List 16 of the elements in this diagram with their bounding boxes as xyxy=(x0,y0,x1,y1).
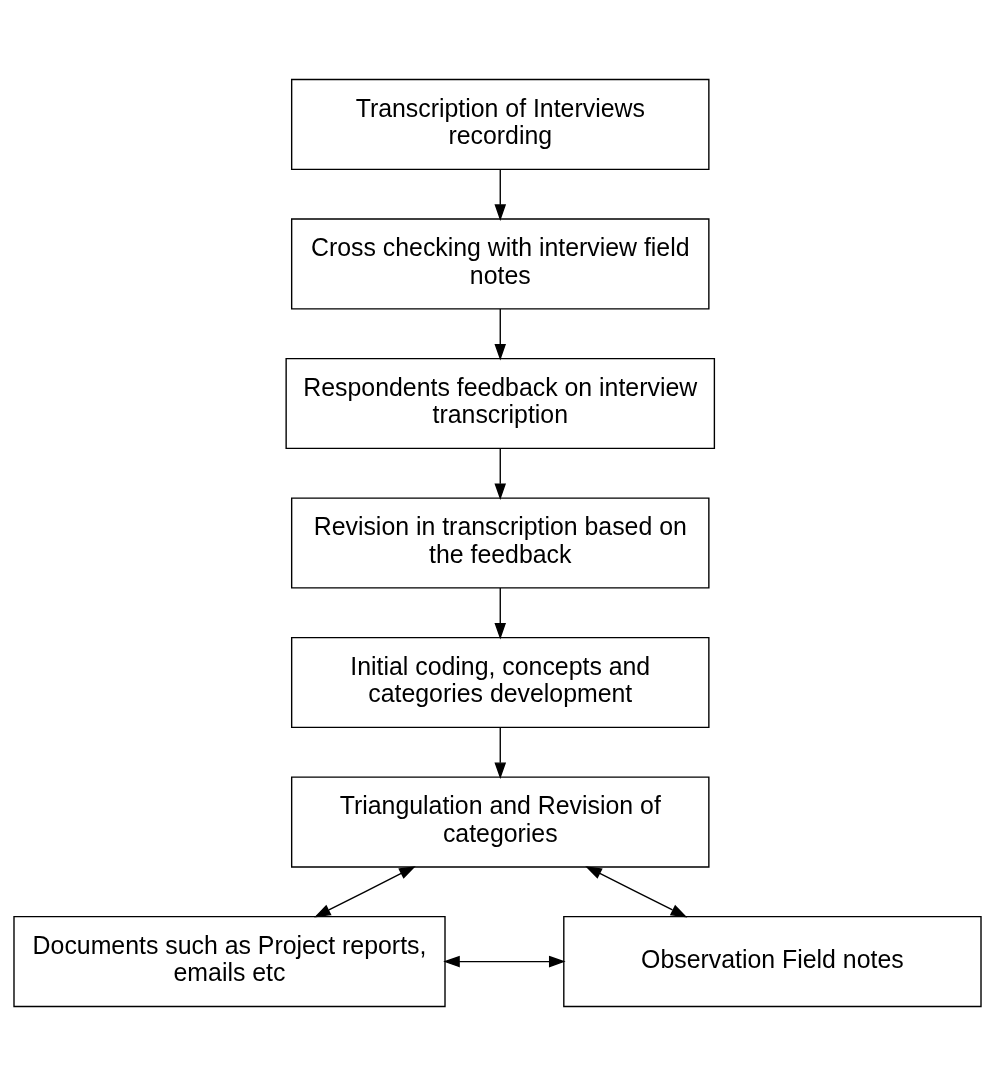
arrow xyxy=(494,168,507,221)
arrow xyxy=(494,586,507,640)
arrow xyxy=(494,447,507,500)
arrow xyxy=(443,955,566,967)
node-box: Observation Field notes xyxy=(563,915,982,1007)
node-box: Cross checking with interview field notes xyxy=(290,217,710,310)
node-box: Respondents feedback on interview transcription xyxy=(285,357,716,449)
arrow xyxy=(494,307,507,360)
node-box: Documents such as Project reports, emails etc xyxy=(13,915,446,1007)
node-box: Initial coding, concepts and categories development xyxy=(290,636,710,728)
node-box: Revision in transcription based on the feedback xyxy=(290,496,710,589)
arrow xyxy=(314,865,416,917)
arrow xyxy=(494,726,507,779)
node-box: Transcription of Interviews recording xyxy=(290,78,710,170)
node-box: Triangulation and Revision of categories xyxy=(290,775,710,868)
arrow xyxy=(585,865,688,917)
